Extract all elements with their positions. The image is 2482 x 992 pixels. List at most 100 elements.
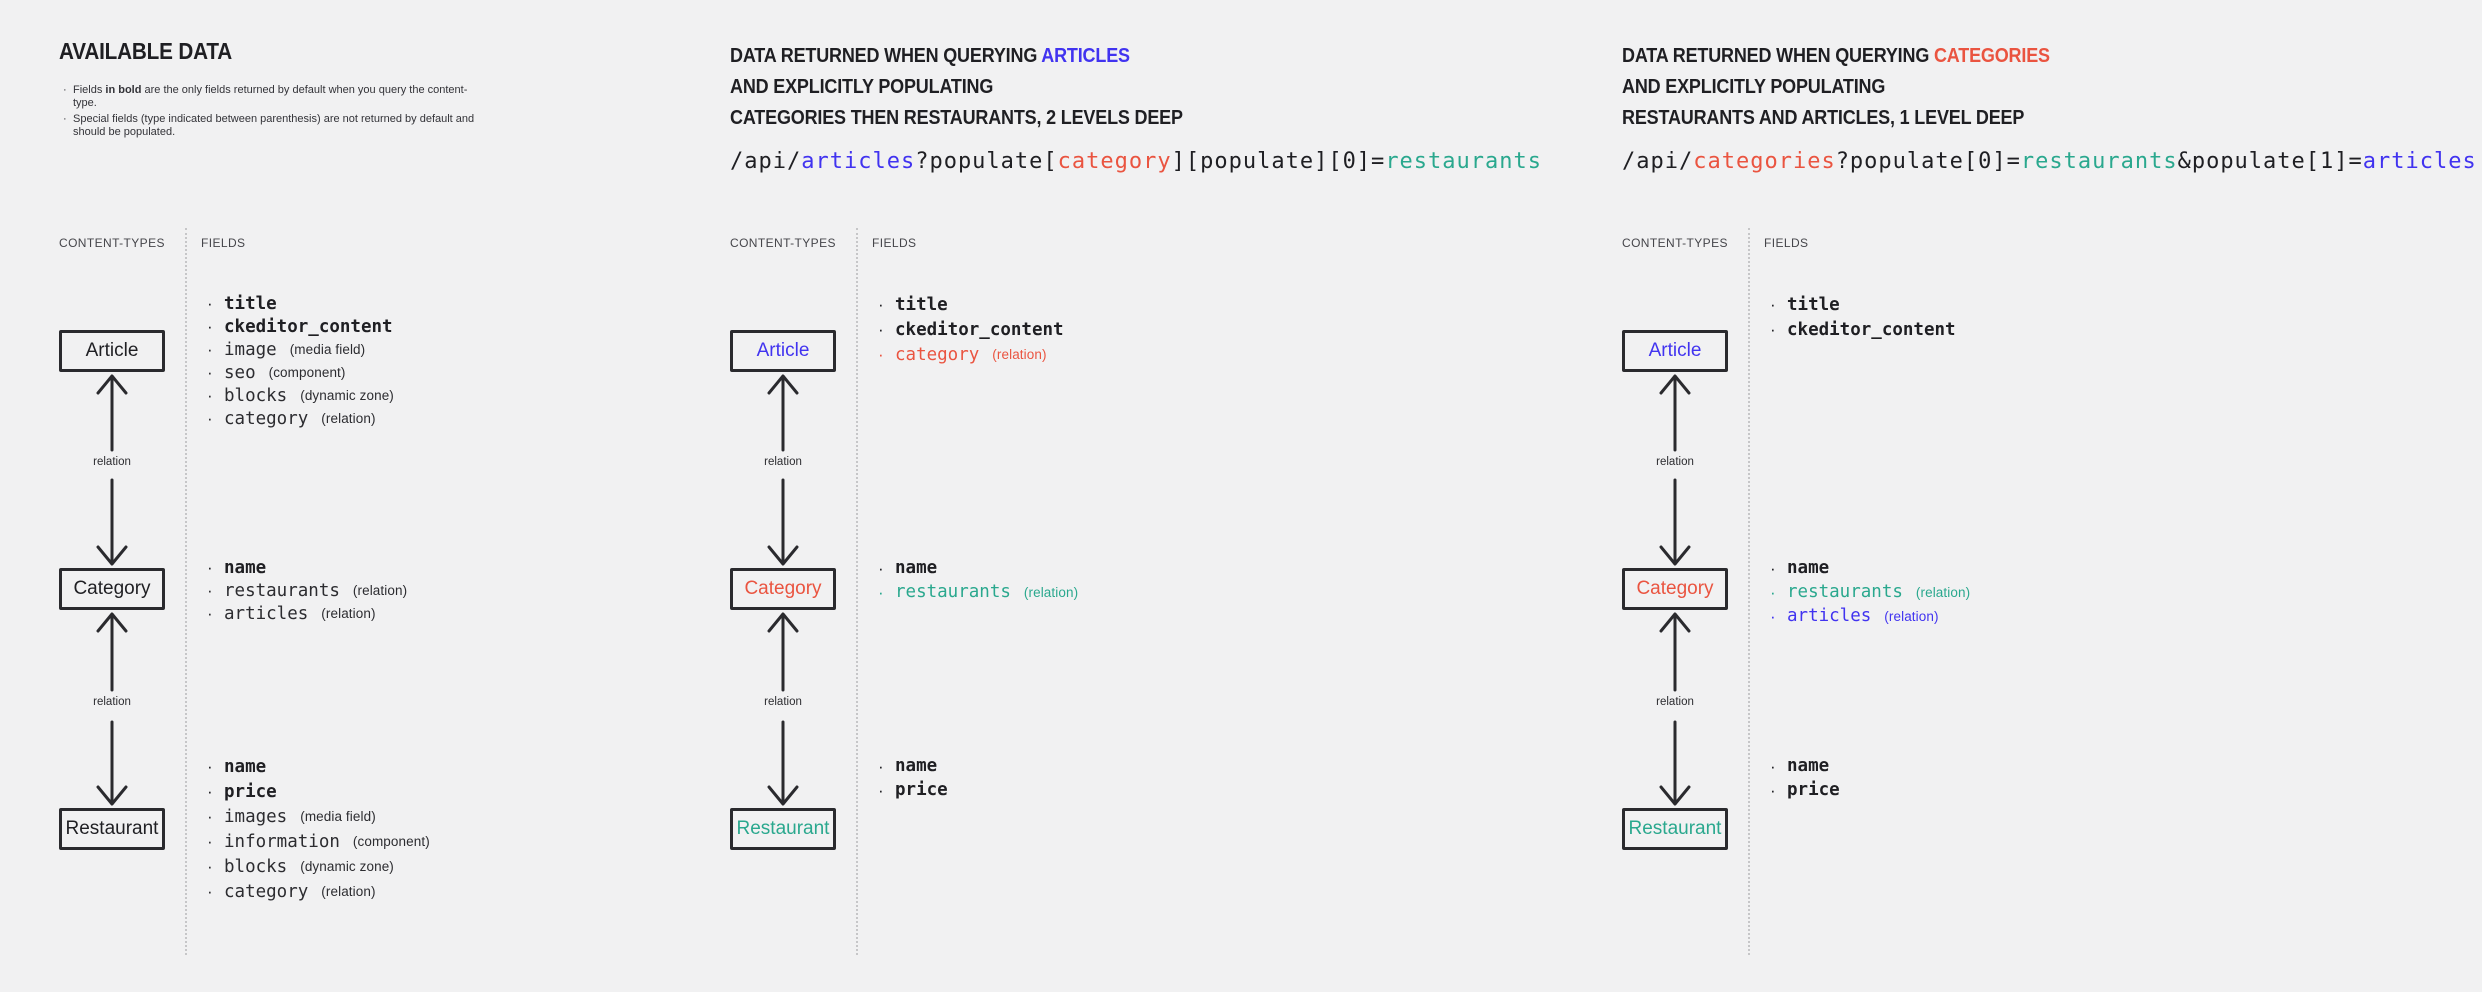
double-arrow-icon: [96, 612, 128, 806]
field-row: ·name: [207, 756, 267, 777]
bullet-icon: ·: [207, 857, 213, 876]
double-arrow-icon: [767, 374, 799, 566]
restaurant-fields-list: ·name ·price: [878, 754, 948, 802]
api-segment: ][populate][0]=: [1171, 149, 1386, 174]
content-type-box-article: Article: [730, 330, 836, 372]
relation-label: relation: [1656, 696, 1694, 708]
dotted-divider: [1748, 228, 1750, 955]
content-type-box-category: Category: [59, 568, 165, 610]
fields-label: FIELDS: [1764, 236, 1809, 250]
relation-arrow: [761, 372, 805, 568]
double-arrow-icon: [767, 612, 799, 806]
fields-label: FIELDS: [872, 236, 917, 250]
panel-query-articles: DATA RETURNED WHEN QUERYING ARTICLES AND…: [730, 0, 1590, 992]
field-row: ·price: [1770, 780, 1840, 800]
box-label: Category: [73, 578, 151, 599]
relation-label: relation: [764, 696, 802, 708]
field-row: ·title: [207, 293, 277, 314]
bullet-icon: ·: [63, 113, 67, 125]
panel-title: DATA RETURNED WHEN QUERYING CATEGORIES A…: [1622, 41, 2050, 134]
panel-title: DATA RETURNED WHEN QUERYING ARTICLES AND…: [730, 41, 1183, 134]
category-fields-list: ·name ·restaurants(relation) ·articles(r…: [207, 556, 407, 625]
field-row: ·price: [878, 780, 948, 800]
bullet-icon: ·: [878, 320, 884, 339]
field-row: ·blocks(dynamic zone): [207, 385, 394, 406]
bullet-icon: ·: [207, 363, 213, 382]
api-segment: &populate[1]=: [2177, 149, 2363, 174]
bullet-icon: ·: [207, 294, 213, 313]
relation-label: relation: [93, 696, 131, 708]
field-row: ·category(relation): [207, 881, 376, 902]
field-row: ·blocks(dynamic zone): [207, 856, 394, 877]
highlight-articles: ARTICLES: [1041, 45, 1130, 67]
bullet-icon: ·: [1770, 606, 1776, 626]
field-row: ·restaurants(relation): [1770, 582, 1971, 602]
bullet-icon: ·: [1770, 780, 1776, 800]
bullet-icon: ·: [1770, 295, 1776, 314]
api-segment: articles: [801, 149, 916, 174]
box-label: Article: [756, 340, 810, 361]
field-row: ·ckeditor_content: [878, 319, 1064, 340]
box-label: Article: [1648, 340, 1702, 361]
panel-title: AVAILABLE DATA: [59, 38, 233, 64]
content-types-label: CONTENT-TYPES: [730, 236, 836, 250]
api-segment: ?populate[: [915, 149, 1058, 174]
title-line: AND EXPLICITLY POPULATING: [730, 76, 994, 98]
content-type-box-restaurant: Restaurant: [730, 808, 836, 850]
field-row: ·seo(component): [207, 362, 346, 383]
title-line: DATA RETURNED WHEN QUERYING CATEGORIES: [1622, 45, 2050, 67]
field-row: ·articles(relation): [1770, 606, 1939, 626]
restaurant-fields-list: ·name ·price: [1770, 754, 1840, 802]
content-type-box-article: Article: [1622, 330, 1728, 372]
box-label: Restaurant: [736, 818, 830, 839]
api-segment: categories: [1693, 149, 1836, 174]
relation-label: relation: [764, 456, 802, 468]
field-row: ·restaurants(relation): [207, 580, 408, 601]
dotted-divider: [856, 228, 858, 955]
note-item: · Fields in bold are the only fields ret…: [63, 84, 487, 110]
box-label: Restaurant: [65, 818, 159, 839]
content-types-label: CONTENT-TYPES: [59, 236, 165, 250]
box-label: Category: [744, 578, 822, 599]
relation-label: relation: [1656, 456, 1694, 468]
category-fields-list: ·name ·restaurants(relation): [878, 556, 1078, 604]
bullet-icon: ·: [878, 582, 884, 602]
field-row: ·title: [878, 294, 948, 315]
api-query: /api/articles?populate[category][populat…: [730, 149, 1542, 174]
api-segment: /api/: [1622, 149, 1694, 174]
content-types-label: CONTENT-TYPES: [1622, 236, 1728, 250]
panel-available-data: AVAILABLE DATA · Fields in bold are the …: [59, 0, 919, 992]
bullet-icon: ·: [207, 409, 213, 428]
bullet-icon: ·: [878, 756, 884, 776]
bullet-icon: ·: [878, 345, 884, 364]
relation-arrow: [90, 610, 134, 808]
title-line: DATA RETURNED WHEN QUERYING ARTICLES: [730, 45, 1130, 67]
bullet-icon: ·: [63, 84, 67, 96]
bullet-icon: ·: [207, 581, 213, 600]
api-segment: category: [1057, 149, 1172, 174]
field-row: ·category(relation): [207, 408, 376, 429]
field-row: ·name: [878, 756, 938, 776]
field-row: ·name: [1770, 756, 1830, 776]
bullet-icon: ·: [1770, 756, 1776, 776]
bullet-icon: ·: [1770, 582, 1776, 602]
api-query: /api/categories?populate[0]=restaurants&…: [1622, 149, 2477, 174]
bullet-icon: ·: [207, 558, 213, 577]
content-type-box-article: Article: [59, 330, 165, 372]
relation-arrow: [761, 610, 805, 808]
api-segment: restaurants: [2020, 149, 2178, 174]
content-type-box-restaurant: Restaurant: [59, 808, 165, 850]
content-type-box-restaurant: Restaurant: [1622, 808, 1728, 850]
bullet-icon: ·: [878, 780, 884, 800]
box-label: Article: [85, 340, 139, 361]
panel-query-categories: DATA RETURNED WHEN QUERYING CATEGORIES A…: [1622, 0, 2482, 992]
article-fields-list: ·title ·ckeditor_content ·image(media fi…: [207, 292, 394, 430]
bullet-icon: ·: [207, 386, 213, 405]
relation-arrow: [1653, 610, 1697, 808]
relation-arrow: [1653, 372, 1697, 568]
relation-arrow: [90, 372, 134, 568]
box-label: Restaurant: [1628, 818, 1722, 839]
category-fields-list: ·name ·restaurants(relation) ·articles(r…: [1770, 556, 1970, 628]
content-type-box-category: Category: [730, 568, 836, 610]
title-line: AND EXPLICITLY POPULATING: [1622, 76, 1886, 98]
